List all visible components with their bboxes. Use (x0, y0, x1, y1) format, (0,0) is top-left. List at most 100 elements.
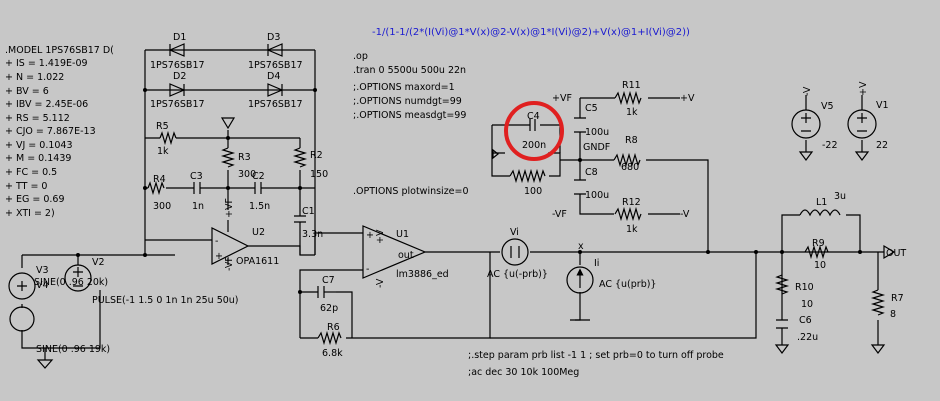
c6-value: .22u (797, 332, 818, 343)
v2-value: PULSE(-1 1.5 0 1n 1n 25u 50u) (92, 295, 239, 306)
resistor-r10[interactable] (774, 274, 790, 295)
directive-line: ;.OPTIONS measdgt=99 (353, 110, 466, 121)
u2-minus-pin: - (215, 236, 218, 247)
u2-label: U2 (252, 227, 265, 238)
ground-symbol (492, 148, 499, 160)
capacitor-c2[interactable] (254, 182, 262, 194)
c3-value: 1n (192, 201, 204, 212)
model-line: + IS = 1.419E-09 (5, 58, 88, 69)
u1-minus-pin: - (366, 264, 369, 275)
resistor-r12[interactable] (614, 206, 642, 222)
capacitor-c4[interactable] (529, 119, 536, 131)
resistor-r6[interactable] (317, 330, 342, 346)
probe-source-vi[interactable] (501, 238, 529, 266)
r11-label: R11 (622, 80, 641, 91)
model-line: + VJ = 0.1043 (5, 140, 73, 151)
u1-model: lm3886_ed (396, 269, 449, 280)
ii-label: Ii (594, 258, 599, 269)
model-line: + XTI = 2) (5, 208, 55, 219)
resistor-r5[interactable] (159, 130, 177, 146)
r5-label: R5 (156, 121, 169, 132)
diode-d4[interactable] (267, 83, 284, 97)
current-source-ii[interactable] (566, 266, 594, 294)
model-line: + RS = 5.112 (5, 113, 70, 124)
resistor-r7[interactable] (870, 289, 886, 316)
diode-d3[interactable] (266, 43, 283, 57)
r7-value: 8 (890, 309, 896, 320)
voltage-source-v2[interactable] (64, 264, 92, 292)
model-line: + FC = 0.5 (5, 167, 57, 178)
resistor-r8[interactable] (613, 152, 709, 252)
ground-symbol (36, 359, 54, 369)
directive-line: .tran 0 5500u 500u 22n (353, 65, 466, 76)
model-line: .MODEL 1PS76SB17 D( (5, 45, 114, 56)
ground-symbol (798, 151, 814, 161)
resistor-r9[interactable] (804, 244, 829, 260)
net-vf-neg: -VF (552, 209, 567, 220)
voltage-source-v1[interactable] (847, 109, 877, 139)
formula-text: -1/(1-1/(2*(I(Vi)@1*V(x)@2-V(x)@1*I(Vi)@… (372, 27, 690, 38)
r10-label: R10 (795, 282, 814, 293)
diode-bridge: D1 1PS76SB17 D3 1PS76SB17 D2 1PS76SB17 D… (143, 32, 317, 255)
r6-value: 6.8k (322, 348, 343, 359)
resistor-r1[interactable] (509, 168, 546, 184)
c6-label: C6 (799, 315, 812, 326)
u2-feedback: R5 1k R3 300 R2 150 R4 300 C3 1n C2 1.5n… (143, 117, 328, 255)
v4-value: SINE(0 .96 19k) (36, 344, 110, 355)
v5-value: -22 (822, 140, 838, 151)
r3-value: 300 (238, 169, 256, 180)
capacitor-c5[interactable] (574, 117, 586, 133)
diode-d1[interactable] (168, 43, 185, 57)
r5-value: 1k (157, 146, 169, 157)
model-block: .MODEL 1PS76SB17 D( + IS = 1.419E-09 + N… (5, 45, 114, 219)
r2-label: R2 (310, 150, 323, 161)
inductor-l1[interactable] (799, 209, 841, 217)
out-label: OUT (886, 248, 906, 259)
r4-label: R4 (153, 174, 166, 185)
plotwinsize-directive: .OPTIONS plotwinsize=0 (353, 186, 469, 197)
r2-value: 150 (310, 169, 328, 180)
model-line: + CJO = 7.867E-13 (5, 126, 96, 137)
u2-vf-neg: -VF (224, 256, 235, 271)
opamp-u2[interactable] (145, 220, 315, 265)
resistor-r4[interactable] (147, 180, 165, 196)
ground-symbol (220, 117, 236, 130)
c3-label: C3 (190, 171, 203, 182)
ground-symbol (774, 344, 790, 354)
opamp-u1[interactable] (362, 225, 427, 279)
voltage-source-v4[interactable] (9, 306, 35, 332)
voltage-source-v3[interactable] (8, 272, 36, 300)
vi-label: Vi (510, 227, 519, 238)
directive-line: .op (353, 51, 368, 62)
voltage-source-v5[interactable] (791, 109, 821, 139)
l1-label: L1 (816, 197, 827, 208)
capacitor-c1[interactable] (294, 215, 306, 223)
r7-label: R7 (891, 293, 904, 304)
vi-value: AC {u(-prb)} (487, 269, 548, 280)
out-flag (883, 244, 896, 260)
model-line: + TT = 0 (5, 181, 47, 192)
capacitor-c7[interactable] (317, 286, 325, 298)
u1-label: U1 (396, 229, 409, 240)
r4-value: 300 (153, 201, 171, 212)
diode-d2[interactable] (169, 83, 186, 97)
resistor-r3[interactable] (220, 147, 236, 168)
r12-label: R12 (622, 197, 641, 208)
c7-label: C7 (322, 275, 335, 286)
directive-line: ;.OPTIONS numdgt=99 (353, 96, 462, 107)
model-line: + EG = 0.69 (5, 194, 65, 205)
d3-label: D3 (267, 32, 280, 43)
model-line: + BV = 6 (5, 86, 49, 97)
r11-value: 1k (626, 107, 638, 118)
resistor-r11[interactable] (614, 90, 642, 106)
v2-label: V2 (92, 257, 105, 268)
v1-value: 22 (876, 140, 888, 151)
capacitor-c3[interactable] (193, 182, 201, 194)
capacitor-c6[interactable] (776, 319, 788, 329)
model-line: + M = 0.1439 (5, 153, 71, 164)
capacitor-c8[interactable] (574, 179, 586, 195)
resistor-r2[interactable] (292, 147, 308, 168)
c7-value: 62p (320, 303, 338, 314)
directive-line: ;.OPTIONS maxord=1 (353, 82, 455, 93)
